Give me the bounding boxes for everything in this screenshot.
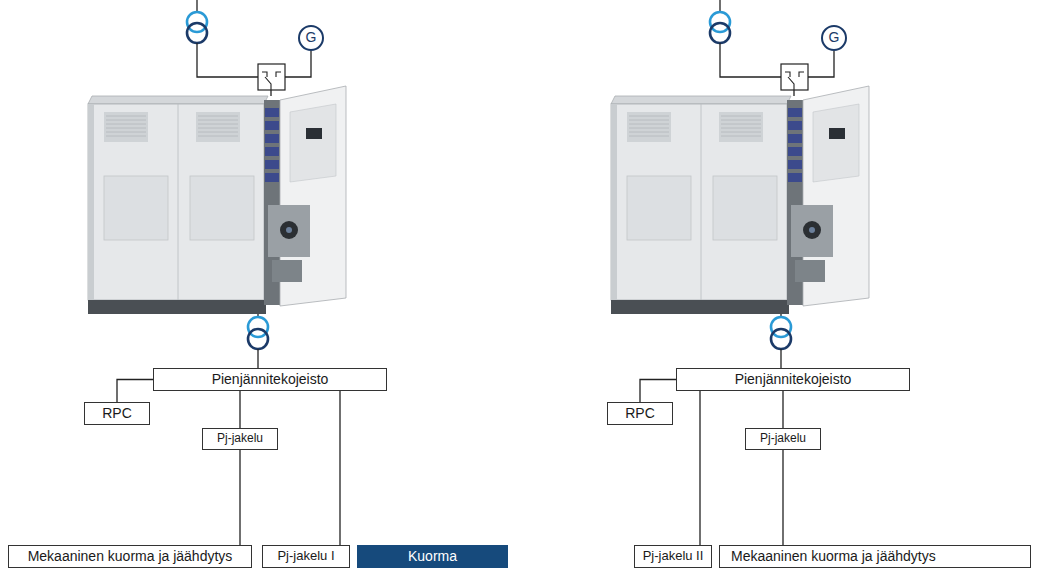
rpc-box: RPC bbox=[84, 402, 150, 425]
node-label: Pj-jakelu bbox=[760, 432, 806, 445]
generator-circle: G bbox=[821, 25, 847, 51]
node-label: Pienjännitekojeisto bbox=[735, 372, 852, 387]
distribution-box: Pj-jakelu bbox=[202, 428, 278, 450]
wire-connector bbox=[699, 391, 700, 545]
load-box: Mekaaninen kuorma ja jäähdytys bbox=[8, 545, 252, 568]
node-label: RPC bbox=[102, 406, 132, 421]
ups-system bbox=[88, 0, 346, 368]
ups-system bbox=[611, 0, 869, 368]
node-label: Mekaaninen kuorma ja jäähdytys bbox=[731, 549, 936, 564]
node-label: Pj-jakelu I bbox=[277, 549, 334, 563]
wire-connector bbox=[640, 380, 676, 403]
node-label: Pj-jakelu II bbox=[643, 549, 704, 563]
distribution-box: Pj-jakelu bbox=[745, 428, 821, 450]
node-label: RPC bbox=[625, 406, 655, 421]
distribution-box: Pj-jakelu I bbox=[262, 545, 350, 568]
node-label: Pienjännitekojeisto bbox=[212, 372, 329, 387]
wire-connector bbox=[239, 450, 240, 545]
rpc-box: RPC bbox=[607, 402, 673, 425]
switchgear-box: Pienjännitekojeisto bbox=[676, 368, 910, 391]
wire-connector bbox=[339, 391, 340, 545]
distribution-box: Pj-jakelu II bbox=[634, 545, 712, 568]
wire-connector bbox=[239, 391, 240, 428]
load-box: Kuorma bbox=[357, 545, 508, 568]
switchgear-box: Pienjännitekojeisto bbox=[153, 368, 387, 391]
wire-connector bbox=[782, 450, 783, 545]
node-label: G bbox=[829, 30, 840, 45]
node-label: Mekaaninen kuorma ja jäähdytys bbox=[28, 549, 233, 564]
node-label: Pj-jakelu bbox=[217, 432, 263, 445]
generator-circle: G bbox=[298, 25, 324, 51]
load-box: Mekaaninen kuorma ja jäähdytys bbox=[719, 545, 1031, 568]
node-label: G bbox=[306, 30, 317, 45]
node-label: Kuorma bbox=[408, 549, 457, 564]
wire-connector bbox=[117, 380, 153, 403]
wire-connector bbox=[782, 391, 783, 428]
